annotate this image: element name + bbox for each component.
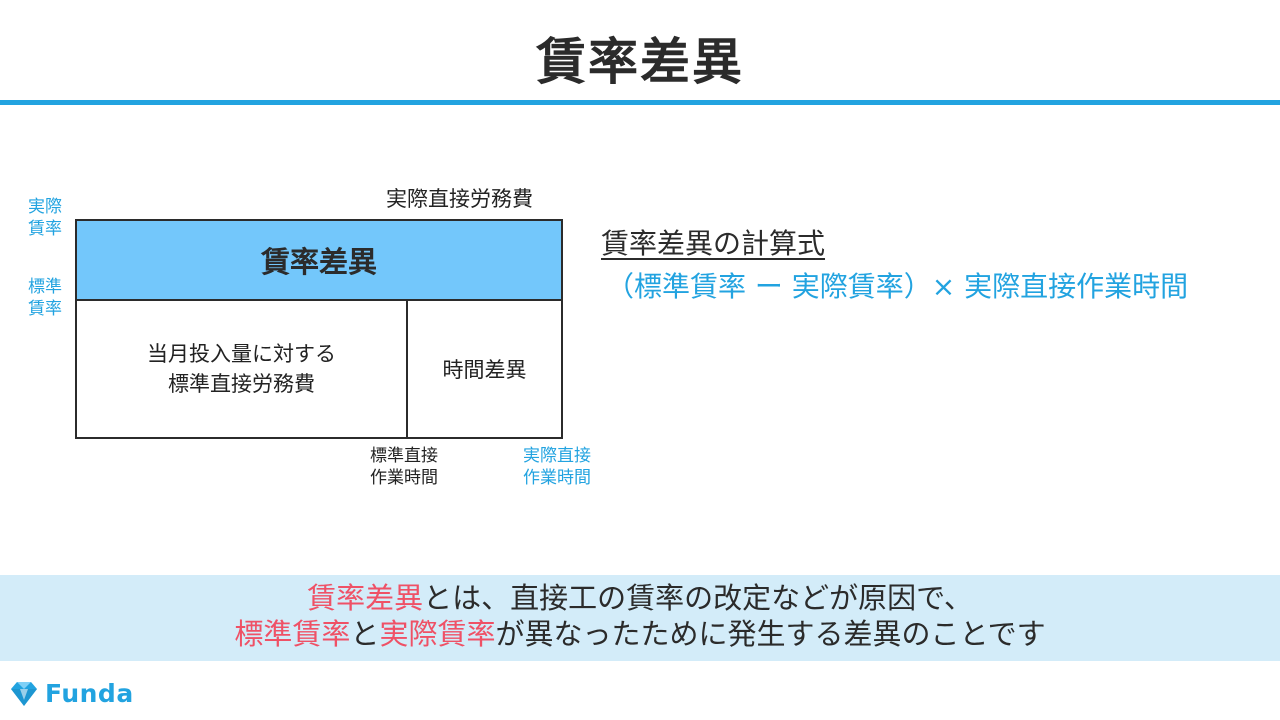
standard-rate-label-line1: 標準 (28, 277, 62, 297)
summary-line-1-text: とは、直接工の賃率の改定などが原因で、 (423, 581, 973, 615)
actual-rate-label: 実際 賃率 (28, 196, 62, 240)
summary-line-2-text: が異なったために発生する差異のことです (495, 617, 1046, 651)
actual-hours-label-line1: 実際直接 (523, 446, 591, 466)
summary-highlight-rate-variance: 賃率差異 (307, 581, 424, 615)
actual-hours-label-line2: 作業時間 (523, 468, 591, 488)
standard-labor-cost-line1: 当月投入量に対する (147, 342, 336, 366)
summary-line-2: 標準賃率と実際賃率が異なったために発生する差異のことです (0, 616, 1280, 652)
summary-highlight-actual-rate: 実際賃率 (379, 617, 496, 651)
summary-banner: 賃率差異とは、直接工の賃率の改定などが原因で、 標準賃率と実際賃率が異なったため… (0, 575, 1280, 661)
summary-line-1: 賃率差異とは、直接工の賃率の改定などが原因で、 (0, 580, 1280, 616)
rate-variance-box: 賃率差異 (75, 219, 563, 301)
standard-rate-label: 標準 賃率 (28, 276, 62, 320)
formula-heading: 賃率差異の計算式 (601, 227, 826, 260)
summary-line-2-connector: と (350, 617, 380, 651)
actual-hours-label: 実際直接 作業時間 (523, 445, 591, 489)
formula-expression: （標準賃率 ー 実際賃率）× 実際直接作業時間 (606, 270, 1189, 303)
summary-highlight-standard-rate: 標準賃率 (234, 617, 351, 651)
actual-rate-label-line2: 賃率 (28, 219, 62, 239)
standard-hours-label-line1: 標準直接 (370, 446, 438, 466)
time-variance-box: 時間差異 (406, 299, 563, 439)
title-divider (0, 100, 1280, 105)
page-title: 賃率差異 (536, 33, 744, 91)
logo-text: Funda (45, 679, 134, 708)
standard-hours-label: 標準直接 作業時間 (370, 445, 438, 489)
actual-labor-cost-caption: 実際直接労務費 (386, 187, 533, 211)
standard-rate-label-line2: 賃率 (28, 299, 62, 319)
actual-rate-label-line1: 実際 (28, 197, 62, 217)
diamond-logo-icon (11, 681, 37, 706)
standard-labor-cost-line2: 標準直接労務費 (168, 372, 315, 396)
funda-logo: Funda (9, 679, 134, 708)
standard-labor-cost-box: 当月投入量に対する 標準直接労務費 (75, 299, 408, 439)
standard-hours-label-line2: 作業時間 (370, 468, 438, 488)
